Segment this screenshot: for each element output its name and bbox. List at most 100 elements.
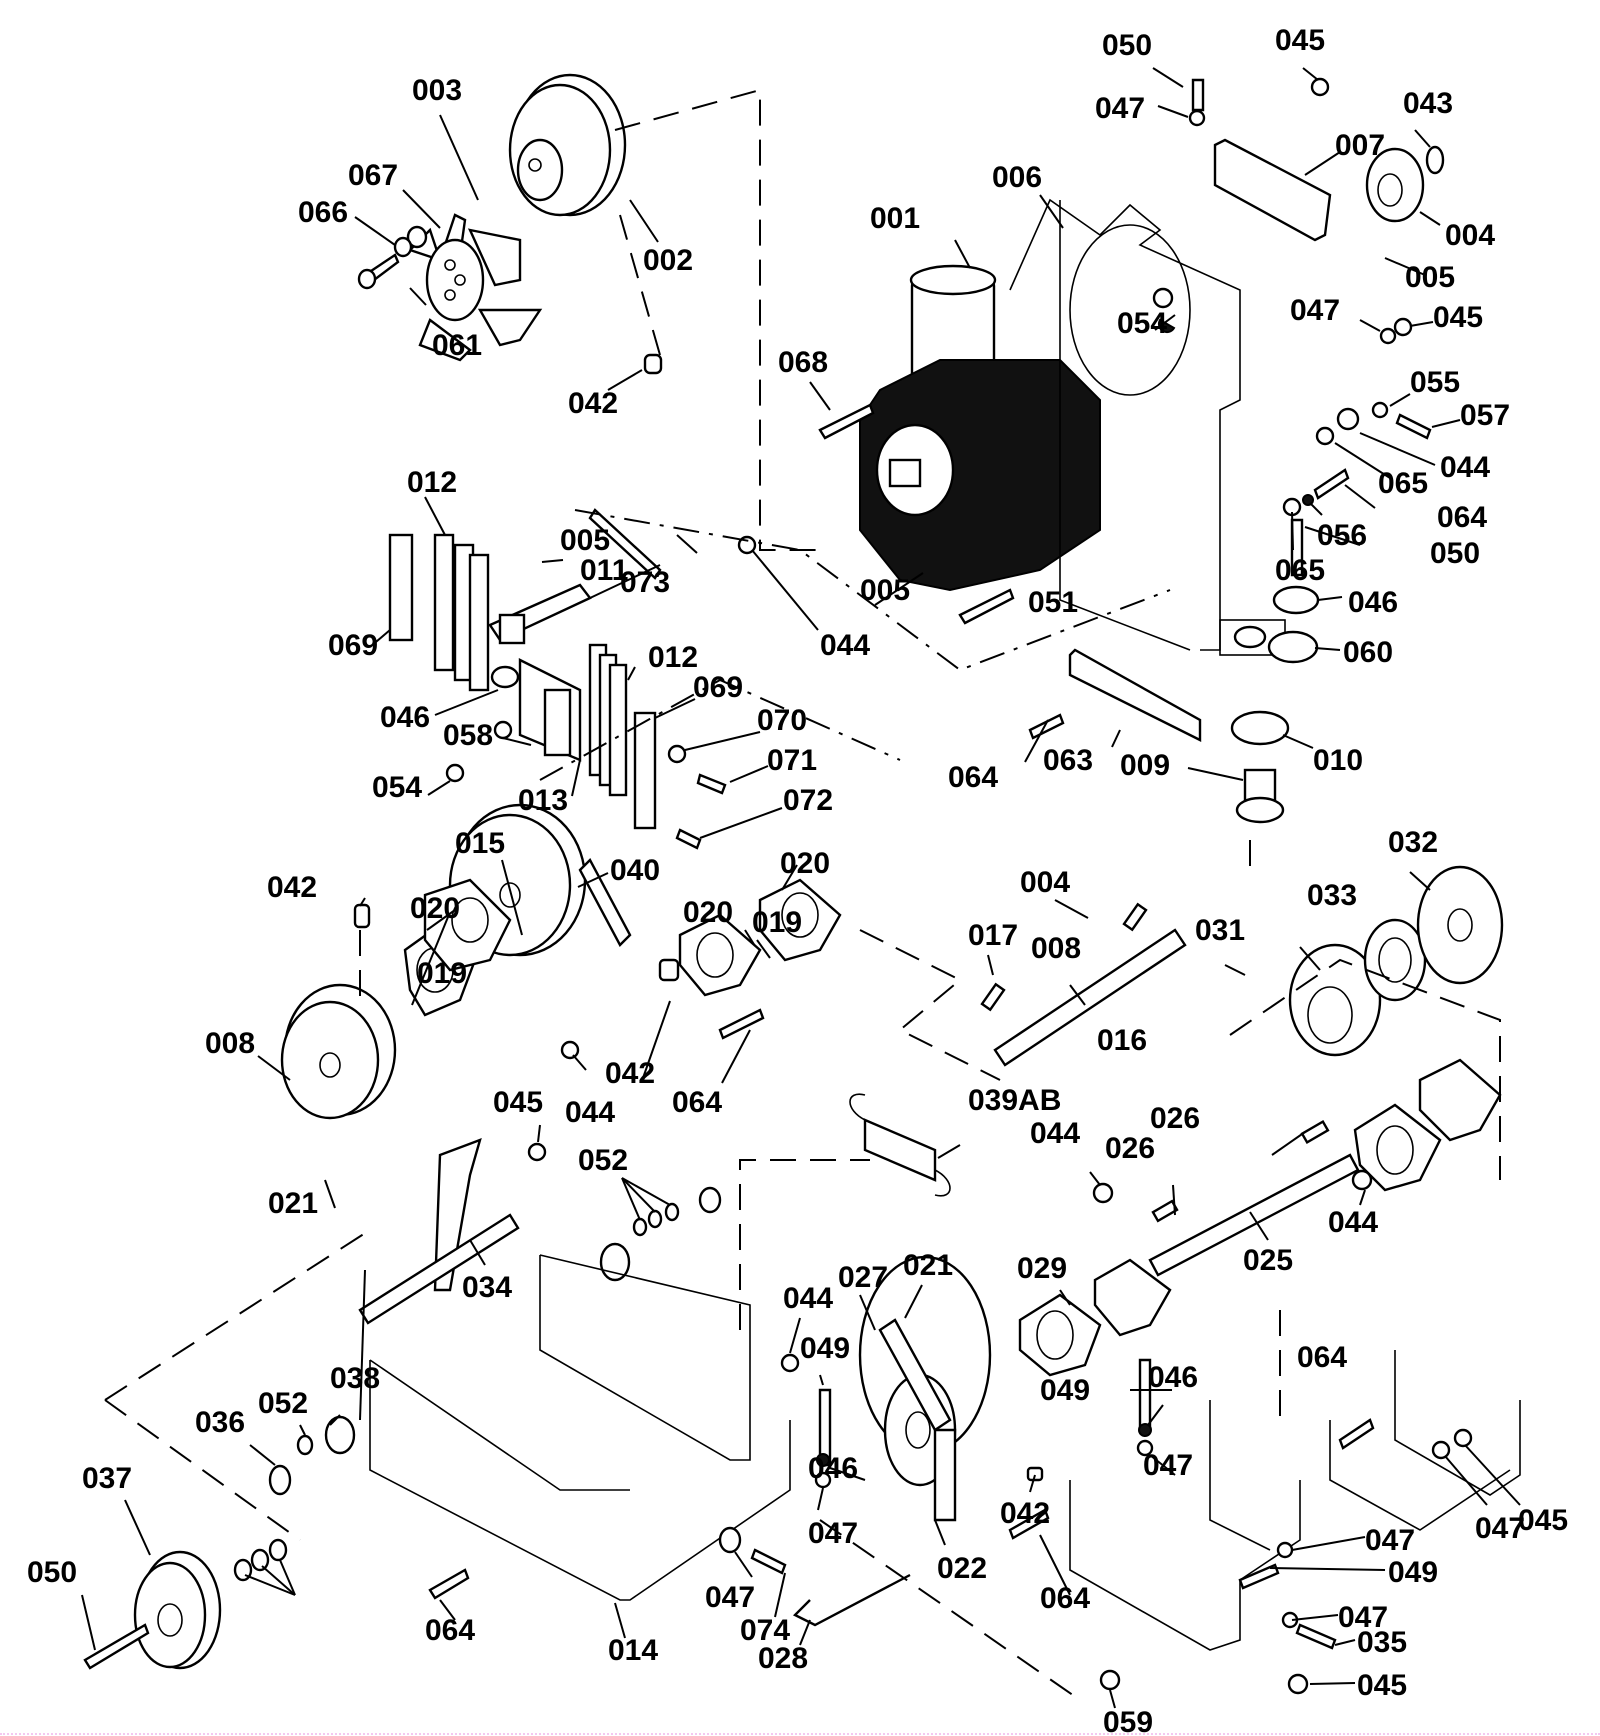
callout-047: 047: [1338, 1601, 1388, 1634]
callout-047: 047: [1475, 1512, 1525, 1545]
callout-005: 005: [1405, 261, 1455, 294]
callout-008: 008: [1031, 932, 1081, 965]
callout-059: 059: [1103, 1706, 1153, 1736]
callout-006: 006: [992, 161, 1042, 194]
washer-047e-part: [1431, 1440, 1451, 1460]
key-017-part: [980, 982, 1006, 1012]
nut-044e-part: [1351, 1169, 1373, 1191]
callout-052: 052: [258, 1387, 308, 1420]
washer-065a-part: [1315, 426, 1335, 446]
callout-020: 020: [410, 892, 460, 925]
bearing-032-part: [1416, 865, 1504, 985]
nut-045b-part: [1393, 317, 1413, 337]
callout-042: 042: [605, 1057, 655, 1090]
callout-057: 057: [1460, 399, 1510, 432]
callout-045: 045: [1275, 24, 1325, 57]
callout-064: 064: [1297, 1341, 1347, 1374]
callout-064: 064: [425, 1614, 475, 1647]
bracket-007-part: [1213, 138, 1332, 242]
callout-069: 069: [328, 629, 378, 662]
callout-036: 036: [195, 1406, 245, 1439]
washer-047g-part: [718, 1526, 742, 1554]
bolt-064a-part: [1313, 468, 1350, 500]
callout-070: 070: [757, 704, 807, 737]
washer-067-part: [406, 225, 428, 249]
nut-044-part: [737, 535, 757, 555]
bearing-flange-029-part: [1018, 1258, 1172, 1377]
callout-042: 042: [568, 387, 618, 420]
callout-005: 005: [560, 524, 610, 557]
callout-025: 025: [1243, 1244, 1293, 1277]
callout-002: 002: [643, 244, 693, 277]
bearing-flange-right-part: [1353, 1058, 1502, 1192]
callout-054: 054: [372, 771, 422, 804]
engine-001-part: [859, 264, 1101, 592]
callout-065: 065: [1378, 467, 1428, 500]
bolt-064c-part: [718, 1008, 765, 1040]
callout-050: 050: [1430, 537, 1480, 570]
callout-034: 034: [462, 1271, 512, 1304]
washer-047b-part: [1379, 327, 1397, 345]
callout-047: 047: [808, 1517, 858, 1550]
handle-028-part: [792, 1573, 911, 1627]
callout-001: 001: [870, 202, 920, 235]
callout-042: 042: [267, 871, 317, 904]
callout-004: 004: [1445, 219, 1495, 252]
gear-031-part: [1288, 943, 1382, 1057]
callout-033: 033: [1307, 879, 1357, 912]
callout-016: 016: [1097, 1024, 1147, 1057]
callout-049: 049: [1040, 1374, 1090, 1407]
plate-069b-part: [633, 711, 657, 830]
callout-067: 067: [348, 159, 398, 192]
callout-072: 072: [783, 784, 833, 817]
callout-045: 045: [1518, 1504, 1568, 1537]
gear-033-part: [1363, 918, 1427, 1002]
pulley-002-part: [508, 73, 627, 217]
callout-045: 045: [1433, 301, 1483, 334]
bracket-frame-part: [1069, 1350, 1521, 1651]
page-bottom-edge: [0, 1733, 1600, 1735]
sprocket-004-part: [1365, 147, 1425, 223]
callout-054: 054: [1117, 307, 1167, 340]
pulley-027-part: [858, 1255, 992, 1522]
fan-blade-part: [407, 213, 543, 362]
bushing-009-part: [1235, 768, 1285, 824]
bolt-064f-part: [428, 1568, 470, 1600]
callout-056: 056: [1317, 519, 1367, 552]
callout-009: 009: [1120, 749, 1170, 782]
nut-044c-part: [560, 1040, 580, 1060]
callout-044: 044: [1030, 1117, 1080, 1150]
bolt-050b-part: [1290, 518, 1304, 577]
callout-044: 044: [1328, 1206, 1378, 1239]
washer-060-part: [1267, 630, 1319, 664]
callout-042: 042: [1000, 1497, 1050, 1530]
washer-046-part: [1272, 585, 1320, 615]
nut-070-part: [667, 744, 687, 764]
callout-038: 038: [330, 1362, 380, 1395]
bolt-035-part: [1295, 1623, 1337, 1650]
callout-044: 044: [783, 1282, 833, 1315]
callout-050: 050: [27, 1556, 77, 1589]
set-screw-042d-part: [1026, 1466, 1044, 1482]
shaft-034-part: [358, 1213, 520, 1325]
callout-015: 015: [455, 827, 505, 860]
shaft-016-part: [993, 928, 1187, 1067]
circlip-043-part: [1425, 145, 1445, 175]
frame-014-part: [369, 1254, 791, 1601]
callout-017: 017: [968, 919, 1018, 952]
callout-046: 046: [1348, 586, 1398, 619]
clutch-008-part: [280, 983, 397, 1120]
bolt-057-part: [1395, 413, 1432, 440]
callout-046: 046: [1148, 1361, 1198, 1394]
callout-051: 051: [1028, 586, 1078, 619]
callout-029: 029: [1017, 1252, 1067, 1285]
nut-059-part: [1099, 1669, 1121, 1691]
callout-013: 013: [518, 784, 568, 817]
callout-044: 044: [820, 629, 870, 662]
bolt-050c-part: [83, 1623, 150, 1670]
callout-047: 047: [1365, 1524, 1415, 1557]
washer-052b-part: [296, 1434, 314, 1456]
callout-026: 026: [1150, 1102, 1200, 1135]
bolt-064d-part: [1008, 1508, 1050, 1540]
callout-046: 046: [808, 1452, 858, 1485]
